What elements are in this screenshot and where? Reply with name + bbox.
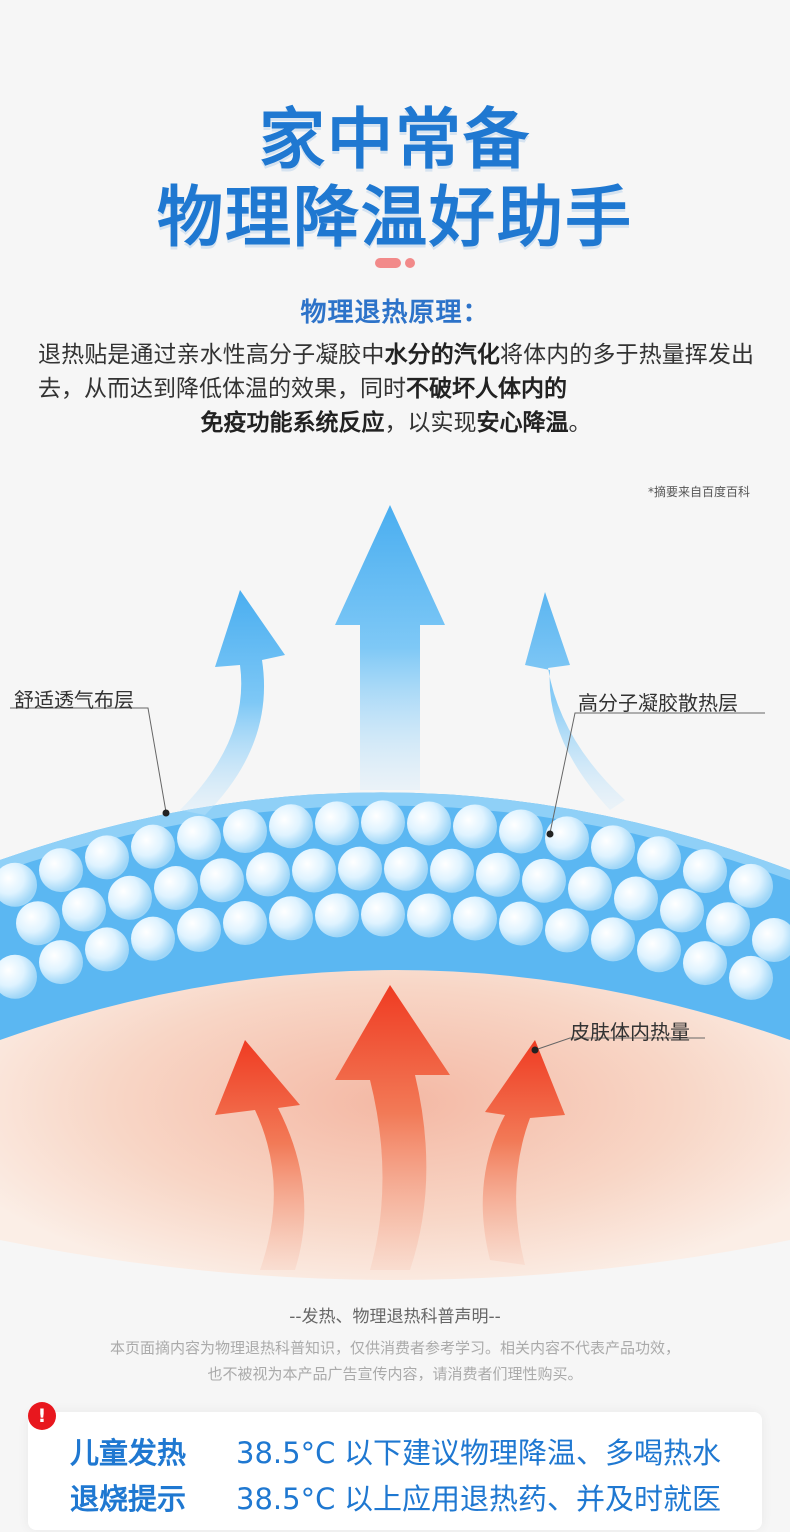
- gel-bubble: [85, 835, 129, 880]
- gel-bubble: [246, 852, 290, 897]
- source-note: *摘要来自百度百科: [647, 485, 750, 499]
- principle-bold4: 安心降温: [476, 410, 569, 436]
- dot-round: [405, 258, 415, 268]
- gel-bubble: [752, 918, 790, 963]
- principle-part3: ，以实现: [384, 410, 477, 436]
- gel-bubble: [499, 901, 543, 946]
- principle-bold3: 免疫功能系统反应: [200, 410, 385, 436]
- dot-pill: [375, 258, 401, 268]
- gel-bubble: [591, 917, 635, 962]
- tip-advice: 以下建议物理降温、多喝热水: [344, 1436, 722, 1470]
- gel-bubble: [315, 893, 359, 938]
- fever-tip-card: [28, 1412, 762, 1530]
- gel-bubble: [407, 893, 451, 938]
- gel-bubble: [315, 801, 359, 846]
- gel-bubble: [706, 902, 750, 947]
- gel-bubble: [545, 908, 589, 953]
- principle-part1: 退热贴是通过亲水性高分子凝胶中: [38, 342, 385, 368]
- exclamation-icon: !: [28, 1402, 56, 1430]
- label-gel-layer: 高分子凝胶散热层: [578, 691, 738, 715]
- gel-bubble: [292, 848, 336, 893]
- declaration-line2: 也不被视为本产品广告宣传内容，请消费者们理性购买。: [207, 1365, 583, 1383]
- gel-bubble: [223, 901, 267, 946]
- gel-bubble: [499, 809, 543, 854]
- label-skin-heat: 皮肤体内热量: [570, 1020, 690, 1044]
- label-breathable-cloth: 舒适透气布层: [14, 688, 134, 712]
- gel-bubble: [131, 916, 175, 961]
- page-title-line1: 家中常备: [259, 101, 531, 178]
- gel-bubble: [0, 954, 37, 999]
- gel-bubble: [453, 804, 497, 849]
- gel-bubble: [223, 809, 267, 854]
- principle-part4: 。: [568, 410, 592, 436]
- heat-release-arrows: [180, 505, 625, 815]
- gel-bubble: [0, 862, 37, 907]
- decorative-dots: [375, 258, 415, 268]
- cooling-patch-illustration: [0, 505, 790, 1280]
- principle-text: 退热贴是通过亲水性高分子凝胶中水分的汽化将体内的多于热量挥发出去，从而达到降低体…: [38, 338, 754, 440]
- gel-bubble: [361, 892, 405, 937]
- principle-bold2: 不破坏人体内的: [406, 376, 567, 402]
- gel-bubble: [154, 866, 198, 911]
- gel-bubble: [177, 907, 221, 952]
- gel-bubble: [16, 901, 60, 946]
- gel-bubbles: [0, 800, 790, 1000]
- tip-advice: 以上应用退热药、并及时就医: [344, 1482, 722, 1516]
- gel-bubble: [683, 941, 727, 986]
- gel-bubble: [637, 928, 681, 973]
- gel-bubble: [177, 815, 221, 860]
- gel-bubble: [430, 848, 474, 893]
- gel-bubble: [62, 887, 106, 932]
- principle-part2: 将体内的多于热量挥发出去，从而达到降低体温的效果，同时: [38, 342, 755, 402]
- gel-bubble: [108, 875, 152, 920]
- gel-bubble: [39, 940, 83, 985]
- gel-bubble: [131, 824, 175, 869]
- gel-bubble: [637, 836, 681, 881]
- gel-bubble: [729, 863, 773, 908]
- gel-bubble: [384, 846, 428, 891]
- gel-bubble: [361, 800, 405, 845]
- principle-last-line: 免疫功能系统反应，以实现安心降温。: [38, 406, 754, 440]
- gel-bubble: [407, 801, 451, 846]
- gel-bubble: [200, 858, 244, 903]
- gel-bubble: [522, 858, 566, 903]
- tip-label: 退烧提示: [70, 1482, 187, 1516]
- page-title-line2: 物理降温好助手: [157, 179, 633, 256]
- declaration-line1: 本页面摘内容为物理退热科普知识，仅供消费者参考学习。相关内容不代表产品功效，: [109, 1339, 680, 1357]
- declaration-text: 本页面摘内容为物理退热科普知识，仅供消费者参考学习。相关内容不代表产品功效， 也…: [40, 1335, 750, 1387]
- gel-bubble: [591, 825, 635, 870]
- gel-bubble: [269, 896, 313, 941]
- tip-label: 儿童发热: [70, 1436, 187, 1470]
- gel-bubble: [39, 848, 83, 893]
- body-heat-arrows: [215, 985, 565, 1270]
- gel-bubble: [269, 804, 313, 849]
- tip-temperature: 38.5°C: [236, 1482, 336, 1516]
- gel-bubble: [338, 846, 382, 891]
- gel-bubble: [453, 896, 497, 941]
- gel-bubble: [85, 927, 129, 972]
- gel-bubble: [476, 852, 520, 897]
- principle-bold1: 水分的汽化: [384, 342, 501, 368]
- gel-bubble: [545, 816, 589, 861]
- gel-bubble: [729, 955, 773, 1000]
- tip-temperature: 38.5°C: [236, 1436, 336, 1470]
- declaration-title: --发热、物理退热科普声明--: [289, 1307, 501, 1327]
- gel-bubble: [614, 876, 658, 921]
- gel-bubble: [683, 849, 727, 894]
- principle-title: 物理退热原理：: [300, 298, 490, 328]
- gel-bubble: [660, 888, 704, 933]
- gel-bubble: [568, 866, 612, 911]
